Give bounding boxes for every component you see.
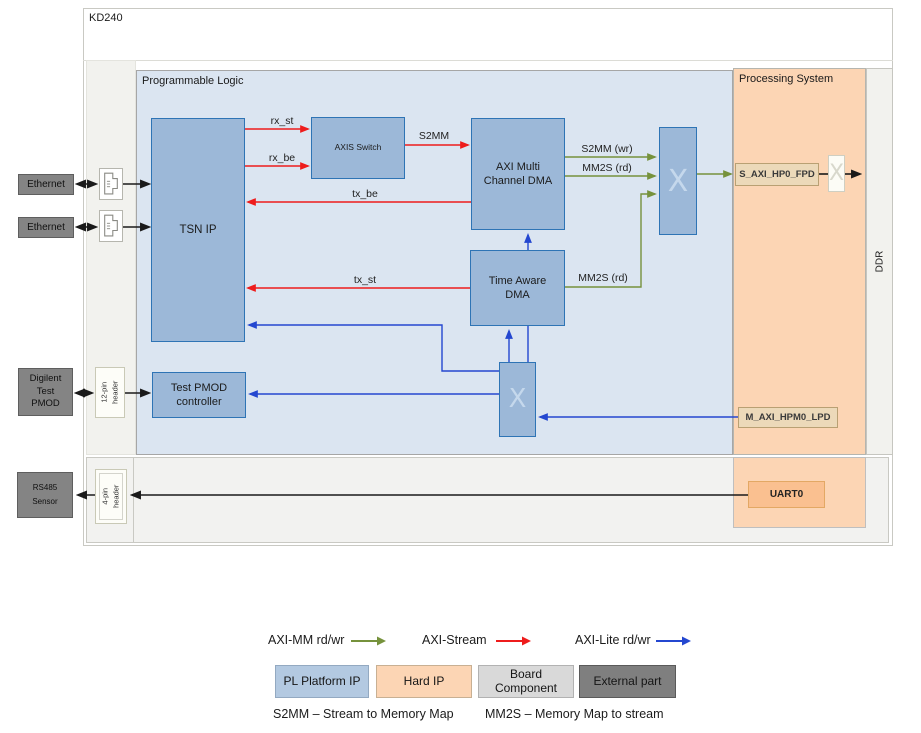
axi-mm-interconnect-mux: X — [659, 127, 697, 235]
header-12pin-line2: header — [110, 380, 120, 405]
uart0-block: UART0 — [748, 481, 825, 508]
legend-swatch-hardip-label: Hard IP — [403, 673, 445, 688]
legend-axi-mm-label: AXI-MM rd/wr — [268, 633, 345, 647]
legend-caption-mm2s: MM2S – Memory Map to stream — [485, 707, 664, 721]
programmable-logic-label: Programmable Logic — [142, 75, 244, 87]
legend-swatch-external-part: External part — [579, 665, 676, 698]
board-top-divider — [83, 60, 893, 61]
rj45-jack-icon — [104, 214, 118, 237]
ethernet-top-label: Ethernet — [27, 179, 65, 190]
test-pmod-label-line2: controller — [176, 396, 222, 408]
m-axi-hpm0-lpd-port: M_AXI_HPM0_LPD — [738, 407, 838, 428]
switch-x-glyph: X — [828, 161, 845, 186]
axi-mcdma-label-line2: Channel DMA — [483, 175, 553, 187]
rj45-jack-icon — [104, 172, 118, 195]
legend-axi-lite-label: AXI-Lite rd/wr — [575, 633, 651, 647]
rs485-sensor-block: RS485 Sensor — [17, 472, 73, 518]
header-4pin-label: 4-pin header — [100, 485, 123, 508]
legend-swatch-hard-ip: Hard IP — [376, 665, 472, 698]
header-4pin: 4-pin header — [95, 469, 127, 524]
rj45-connector-top — [99, 168, 123, 200]
uart0-label: UART0 — [769, 489, 804, 500]
header-4pin-line1: 4-pin — [100, 488, 110, 505]
header-4pin-inner-border — [99, 473, 123, 520]
signal-tx-be: tx_be — [352, 188, 378, 200]
pmod-label-line2: Test — [36, 385, 55, 397]
header-12pin: 12-pin header — [95, 367, 125, 418]
m-axi-hpm0-lpd-label: M_AXI_HPM0_LPD — [745, 412, 831, 423]
time-aware-dma-label-line1: Time Aware — [488, 274, 547, 287]
processing-system-label: Processing System — [739, 73, 834, 85]
board-title: KD240 — [89, 12, 123, 24]
header-12pin-label: 12-pin header — [99, 381, 122, 404]
signal-s2mm-wr: S2MM (wr) — [581, 143, 633, 155]
tsn-ip-block: TSN IP — [151, 118, 245, 342]
legend-swatch-external-label: External part — [593, 673, 662, 688]
bottom-section-divider — [133, 457, 134, 543]
ddr-label: DDR — [873, 250, 885, 273]
test-pmod-label-line1: Test PMOD — [170, 381, 228, 394]
rj45-connector-bottom — [99, 210, 123, 242]
legend-axi-lite-arrow — [656, 636, 691, 646]
ethernet-bottom-label: Ethernet — [27, 222, 65, 233]
pmod-label-line1: Digilent — [29, 372, 62, 384]
legend-caption-s2mm: S2MM – Stream to Memory Map — [273, 707, 454, 721]
legend-swatch-pl-label: PL Platform IP — [283, 673, 361, 688]
s-axi-hp0-fpd-label: S_AXI_HP0_FPD — [739, 169, 815, 180]
ethernet-bottom-block: Ethernet — [18, 217, 74, 238]
ethernet-top-block: Ethernet — [18, 174, 74, 195]
time-aware-dma-label-line2: DMA — [505, 289, 530, 301]
legend-swatch-pl-platform-ip: PL Platform IP — [275, 665, 369, 698]
header-12pin-line1: 12-pin — [99, 382, 109, 403]
test-pmod-controller-block: Test PMOD controller — [152, 372, 246, 418]
mux-x-glyph: X — [667, 163, 689, 199]
signal-rx-be: rx_be — [268, 152, 296, 164]
tsn-ip-label: TSN IP — [179, 223, 217, 236]
axis-switch-label: AXIS Switch — [334, 142, 382, 153]
legend-axi-mm-arrow — [351, 636, 386, 646]
legend-swatch-board-component: Board Component — [478, 665, 574, 698]
rs485-label-line1: RS485 — [32, 482, 58, 492]
axi-mcdma-block: AXI Multi Channel DMA — [471, 118, 565, 230]
axi-lite-interconnect-mux: X — [499, 362, 536, 437]
signal-mm2s-rd-bottom: MM2S (rd) — [578, 272, 628, 284]
ddr-region: DDR — [866, 68, 893, 455]
legend-axi-stream-label: AXI-Stream — [422, 633, 487, 647]
header-4pin-line2: header — [111, 484, 121, 509]
digilent-test-pmod-block: Digilent Test PMOD — [18, 368, 73, 416]
s-axi-hp0-fpd-port: S_AXI_HP0_FPD — [735, 163, 819, 186]
axis-switch-block: AXIS Switch — [311, 117, 405, 179]
processing-system-region — [733, 68, 866, 455]
signal-s2mm: S2MM — [418, 130, 450, 142]
signal-tx-st: tx_st — [353, 274, 377, 286]
legend-swatch-board-label: Board Component — [494, 666, 558, 695]
axi-mcdma-label-line1: AXI Multi — [495, 160, 540, 173]
rs485-label-line2: Sensor — [32, 497, 58, 506]
signal-mm2s-rd-top: MM2S (rd) — [582, 162, 632, 174]
signal-rx-st: rx_st — [270, 115, 294, 127]
ps-ddr-switch: X — [828, 155, 845, 192]
legend-axi-stream-arrow — [496, 636, 531, 646]
time-aware-dma-block: Time Aware DMA — [470, 250, 565, 326]
mux-x-glyph: X — [508, 383, 527, 414]
pmod-label-line3: PMOD — [31, 398, 60, 410]
